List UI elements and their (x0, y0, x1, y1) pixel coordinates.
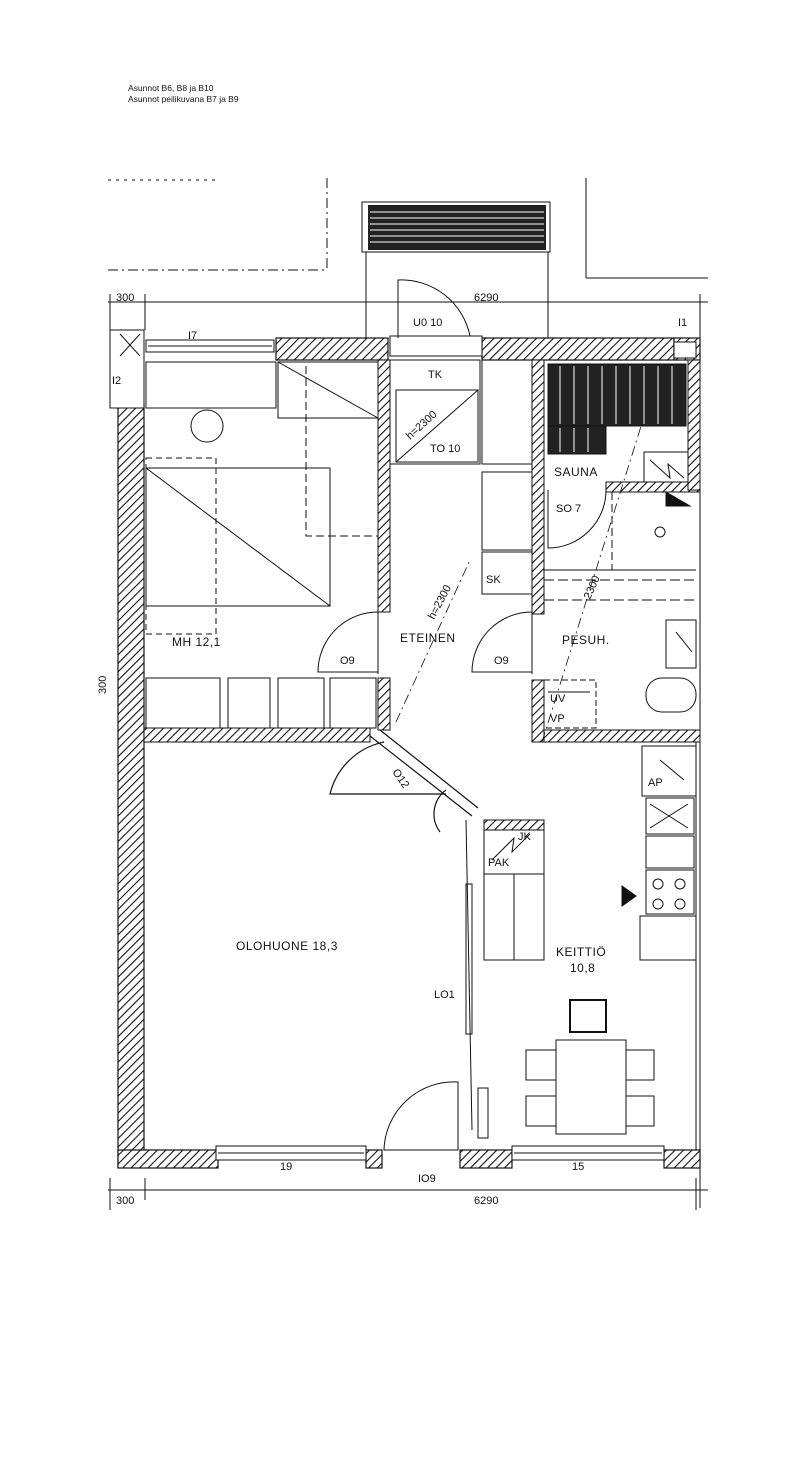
hall-height-line (395, 371, 659, 743)
room-label-hall: ETEINEN (400, 631, 456, 645)
terrace-door (383, 1081, 489, 1151)
room-label-kitchen: KEITTIÖ (556, 945, 606, 959)
height-label-sauna: 2300 (582, 574, 603, 601)
window-label-i1: I1 (678, 317, 687, 329)
sauna-stove (643, 451, 692, 507)
dim-top-total: 6290 (474, 292, 498, 304)
balcony-rails (365, 252, 549, 338)
sauna-benches (547, 363, 687, 455)
door-label-balcony: LO1 (434, 989, 455, 1001)
window-label-15: 15 (572, 1161, 584, 1173)
room-label-bedroom: MH 12,1 (172, 635, 221, 649)
dim-top-left: 300 (116, 292, 134, 304)
balcony-outline (108, 178, 708, 279)
bathroom-fixtures (543, 492, 697, 729)
windows (109, 329, 697, 1161)
door-label-bedroom: O9 (340, 655, 355, 667)
hall-closets (389, 359, 533, 595)
door-label-living: O12 (390, 767, 412, 791)
room-label-sauna: SAUNA (554, 465, 598, 479)
room-label-bathroom: PESUH. (562, 633, 610, 647)
fixture-label-vp: VP (550, 713, 565, 725)
room-label-kitchen-area: 10,8 (570, 961, 595, 975)
fixture-label-jk: JK (518, 831, 532, 843)
fixture-label-pak: PAK (488, 857, 510, 869)
bedroom-door (317, 611, 379, 674)
sauna-door (547, 489, 607, 549)
balcony-door (465, 883, 473, 1035)
living-door (329, 729, 479, 1131)
caption-line-1: Asunnot B6, B8 ja B10 (128, 83, 214, 93)
fixture-label-sk: SK (486, 574, 501, 586)
door-label-bathroom: O9 (494, 655, 509, 667)
dim-bottom-left: 300 (116, 1195, 134, 1207)
door-label-entrance: U0 10 (413, 317, 442, 329)
dim-bottom-total: 6290 (474, 1195, 498, 1207)
balcony-grate (368, 205, 546, 250)
window-label-i7: I7 (188, 330, 197, 342)
fixture-label-ap: AP (648, 777, 663, 789)
room-label-living: OLOHUONE 18,3 (236, 939, 338, 953)
dining-table (525, 999, 655, 1135)
height-label-hall: h=2300 (426, 583, 454, 621)
door-label-sauna: SO 7 (556, 503, 581, 515)
dim-left-side: 300 (97, 676, 109, 694)
caption-line-2: Asunnot peilikuvana B7 ja B9 (128, 94, 239, 104)
height-label-closet: h=2300 (404, 409, 440, 443)
kitchen-cabinets (483, 745, 697, 961)
window-label-i2: I2 (112, 375, 121, 387)
bedroom-furniture (145, 361, 379, 729)
fixture-label-tk: TK (428, 369, 443, 381)
door-label-closet: TO 10 (430, 443, 460, 455)
right-edge (695, 298, 701, 1208)
fixture-label-uv: UV (550, 693, 566, 705)
entrance-door (389, 279, 483, 357)
window-label-19: 19 (280, 1161, 292, 1173)
bathroom-door (471, 611, 533, 674)
door-label-terrace: IO9 (418, 1173, 436, 1185)
